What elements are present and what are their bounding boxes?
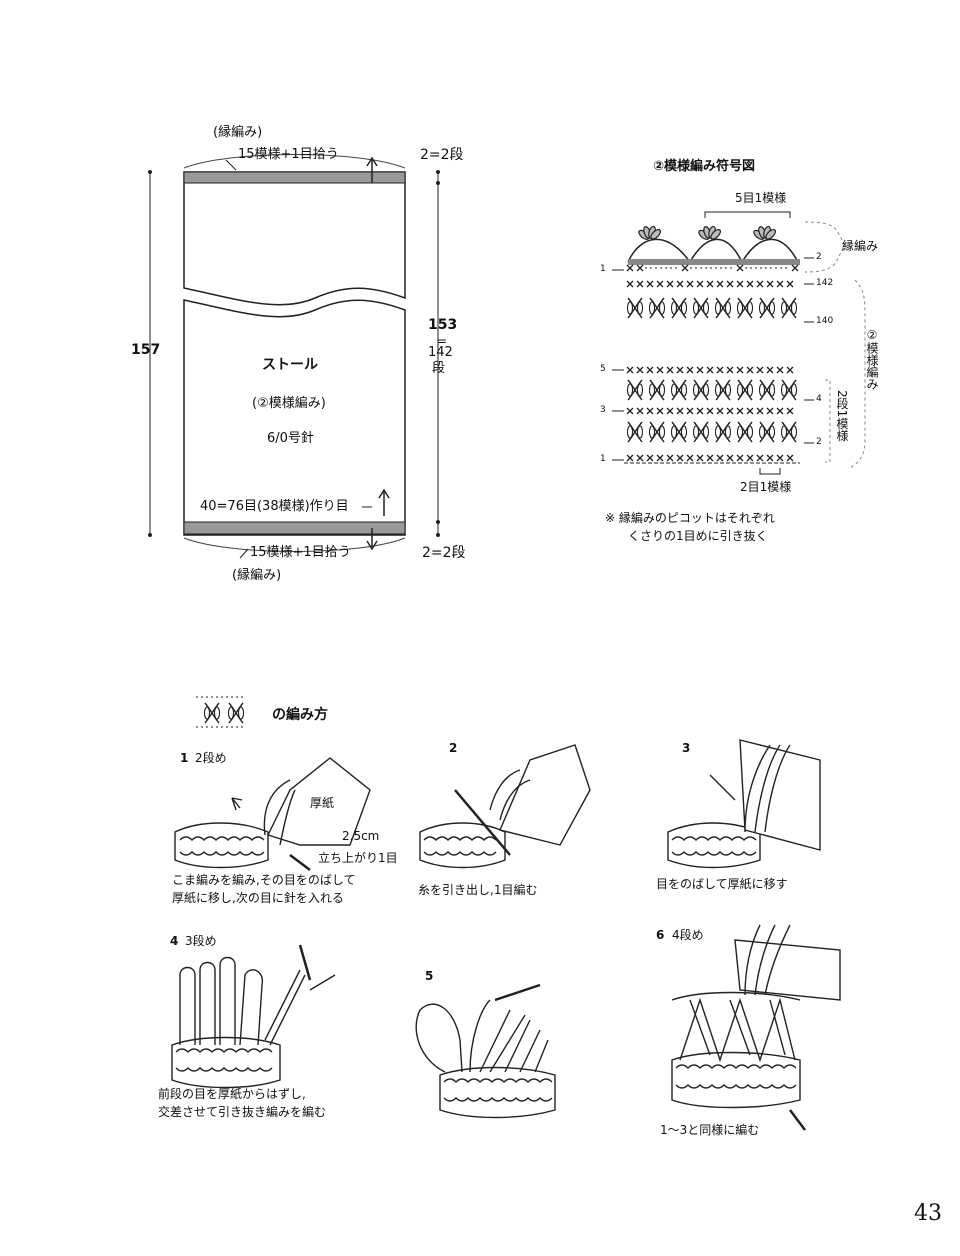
foundation-label: 40=76目(38模様)作り目 [200,499,349,514]
bottom-edge-label: (縁編み) [232,568,282,583]
bottom-pickup-label: 15模様+1目拾う [250,545,351,560]
step-1-chain-label: 立ち上がり1目 [318,851,398,865]
step-4-illustration [171,944,336,1089]
page-number: 43 [914,1201,942,1226]
top-edge-label: (縁編み) [213,125,263,140]
step-5-number: 5 [425,969,434,983]
step-1-card-label: 厚紙 [310,796,335,810]
two-rows-repeat-label: 2段1模様 [835,390,849,442]
body-rows-unit: 段 [432,361,446,376]
top-pickup-label: 15模様+1目拾う [238,147,339,162]
body-height-eq: = [437,334,448,348]
step-4-caption-1: 前段の目を厚紙からはずし, [158,1087,306,1101]
step-6-illustration [671,924,841,1131]
step-1-illustration [174,757,371,871]
step-2-number: 2 [449,741,458,755]
top-rows-label: 2=2段 [420,147,464,163]
chart-note-1: ※ 縁編みのピコットはそれぞれ [605,511,775,525]
row-1-label: 1 [600,454,606,464]
repeat-top-label: 5目1模様 [735,191,787,205]
step-5-illustration [415,983,556,1119]
step-1-caption-2: 厚紙に移し,次の目に針を入れる [172,891,344,905]
row-1-top-label: 1 [600,264,606,274]
step-6-title: 4段め [672,928,704,942]
step-4-number: 4 [170,934,179,948]
bottom-rows-label: 2=2段 [422,545,466,561]
stole-title: ストール [262,357,318,373]
step-2-caption-1: 糸を引き出し,1目編む [418,883,538,897]
step-1-title: 2段め [195,751,227,765]
chart-title: ②模様編み符号図 [653,159,756,174]
step-2-illustration [419,744,591,869]
step-4-caption-2: 交差させて引き抜き編みを編む [158,1105,327,1119]
body-rows-label: 142 [428,345,453,360]
stole-schematic [148,154,440,559]
row-5-label: 5 [600,364,606,374]
needle-size: 6/0号針 [267,431,314,446]
step-3-illustration [667,739,821,869]
row-4-label: 4 [816,394,822,404]
step-4-title: 3段め [185,934,217,948]
pattern-side-label: ②模様編み [865,328,879,390]
repeat-bottom-label: 2目1模様 [740,480,792,494]
row-142-label: 142 [816,278,834,288]
pattern-name: (②模様編み) [252,396,326,411]
step-1-size-label: 2.5cm [342,829,380,843]
step-3-number: 3 [682,741,691,755]
symbol-chart [612,211,866,475]
step-6-number: 6 [656,928,665,942]
step-3-caption-1: 目をのばして厚紙に移す [656,877,788,891]
row-2-label: 2 [816,252,822,262]
step-1-caption-1: こま編みを編み,その目をのばして [172,873,356,887]
howto-symbol-icon [196,696,246,728]
howto-heading: の編み方 [272,707,328,723]
body-height-label: 153 [428,317,458,333]
row-3-label: 3 [600,405,606,415]
chart-note-2: くさりの1目めに引き抜く [628,529,768,543]
edge-label: 縁編み [842,239,879,253]
row-2b-label: 2 [816,437,822,447]
total-height-label: 157 [131,342,161,358]
step-6-caption-1: 1～3と同様に編む [660,1123,760,1137]
step-1-number: 1 [180,751,189,765]
row-140-label: 140 [816,316,834,326]
